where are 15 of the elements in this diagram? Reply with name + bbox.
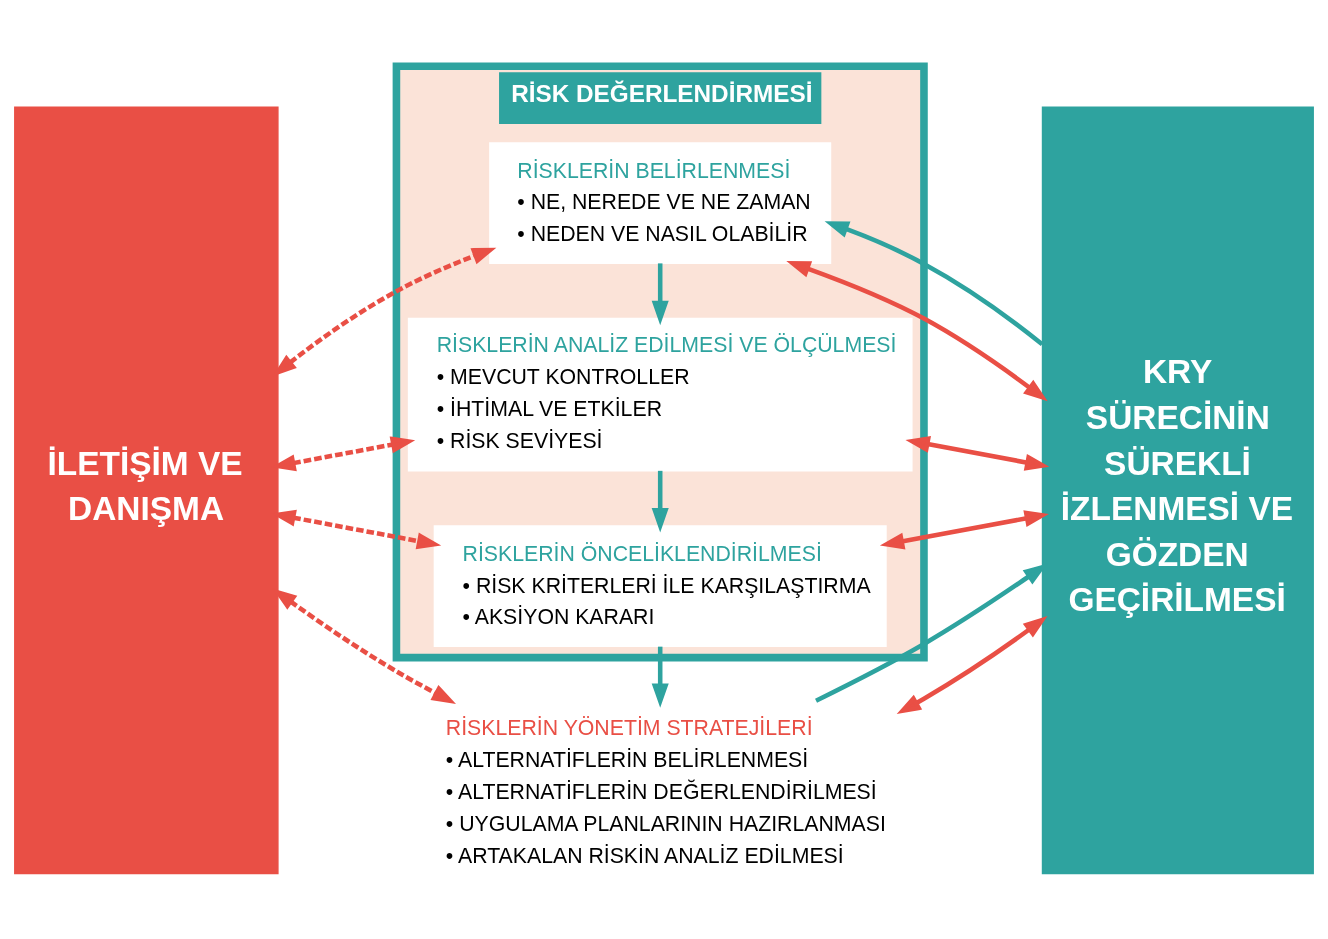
arrow (815, 563, 1048, 703)
arrow (905, 436, 1050, 471)
node-box: İLETİŞİM VE DANIŞMA (14, 106, 279, 875)
arrow (651, 646, 669, 708)
node-box: RİSKLERİN ANALİZ EDİLMESİ VE ÖLÇÜLMESİ • MEVCUT KONTROLLER • İHTİMAL VE ETKİLER • RİSK SEVİYESİ (407, 317, 913, 472)
arrow (786, 260, 1048, 402)
arrow (651, 470, 669, 533)
arrow (896, 616, 1048, 715)
arrow (824, 221, 1044, 347)
arrow (651, 263, 669, 326)
node-box: KRY SÜRECİNİN SÜREKLİ İZLENMESİ VE GÖZDEN GEÇİRİLMESİ (1041, 106, 1314, 875)
node-box: RİSKLERİN BELİRLENMESİ • NE, NEREDE VE NE ZAMAN • NEDEN VE NASIL OLABİLİR (489, 142, 832, 264)
node-box: RİSKLERİN ÖNCELİKLENDİRİLMESİ • RİSK KRİTERLERİ İLE KARŞILAŞTIRMA • AKSİYON KARARI (433, 525, 887, 647)
arrow (879, 510, 1049, 550)
node-text: RİSKLERİN YÖNETİM STRATEJİLERİ • ALTERNATİFLERİN BELİRLENMESİ • ALTERNATİFLERİN DEĞERLENDİRİLMESİ • UYGULAMA PLANLARININ HAZIRLANMASI • ARTAKALAN RİSKİN ANALİZ EDİLMESİ (445, 716, 886, 869)
